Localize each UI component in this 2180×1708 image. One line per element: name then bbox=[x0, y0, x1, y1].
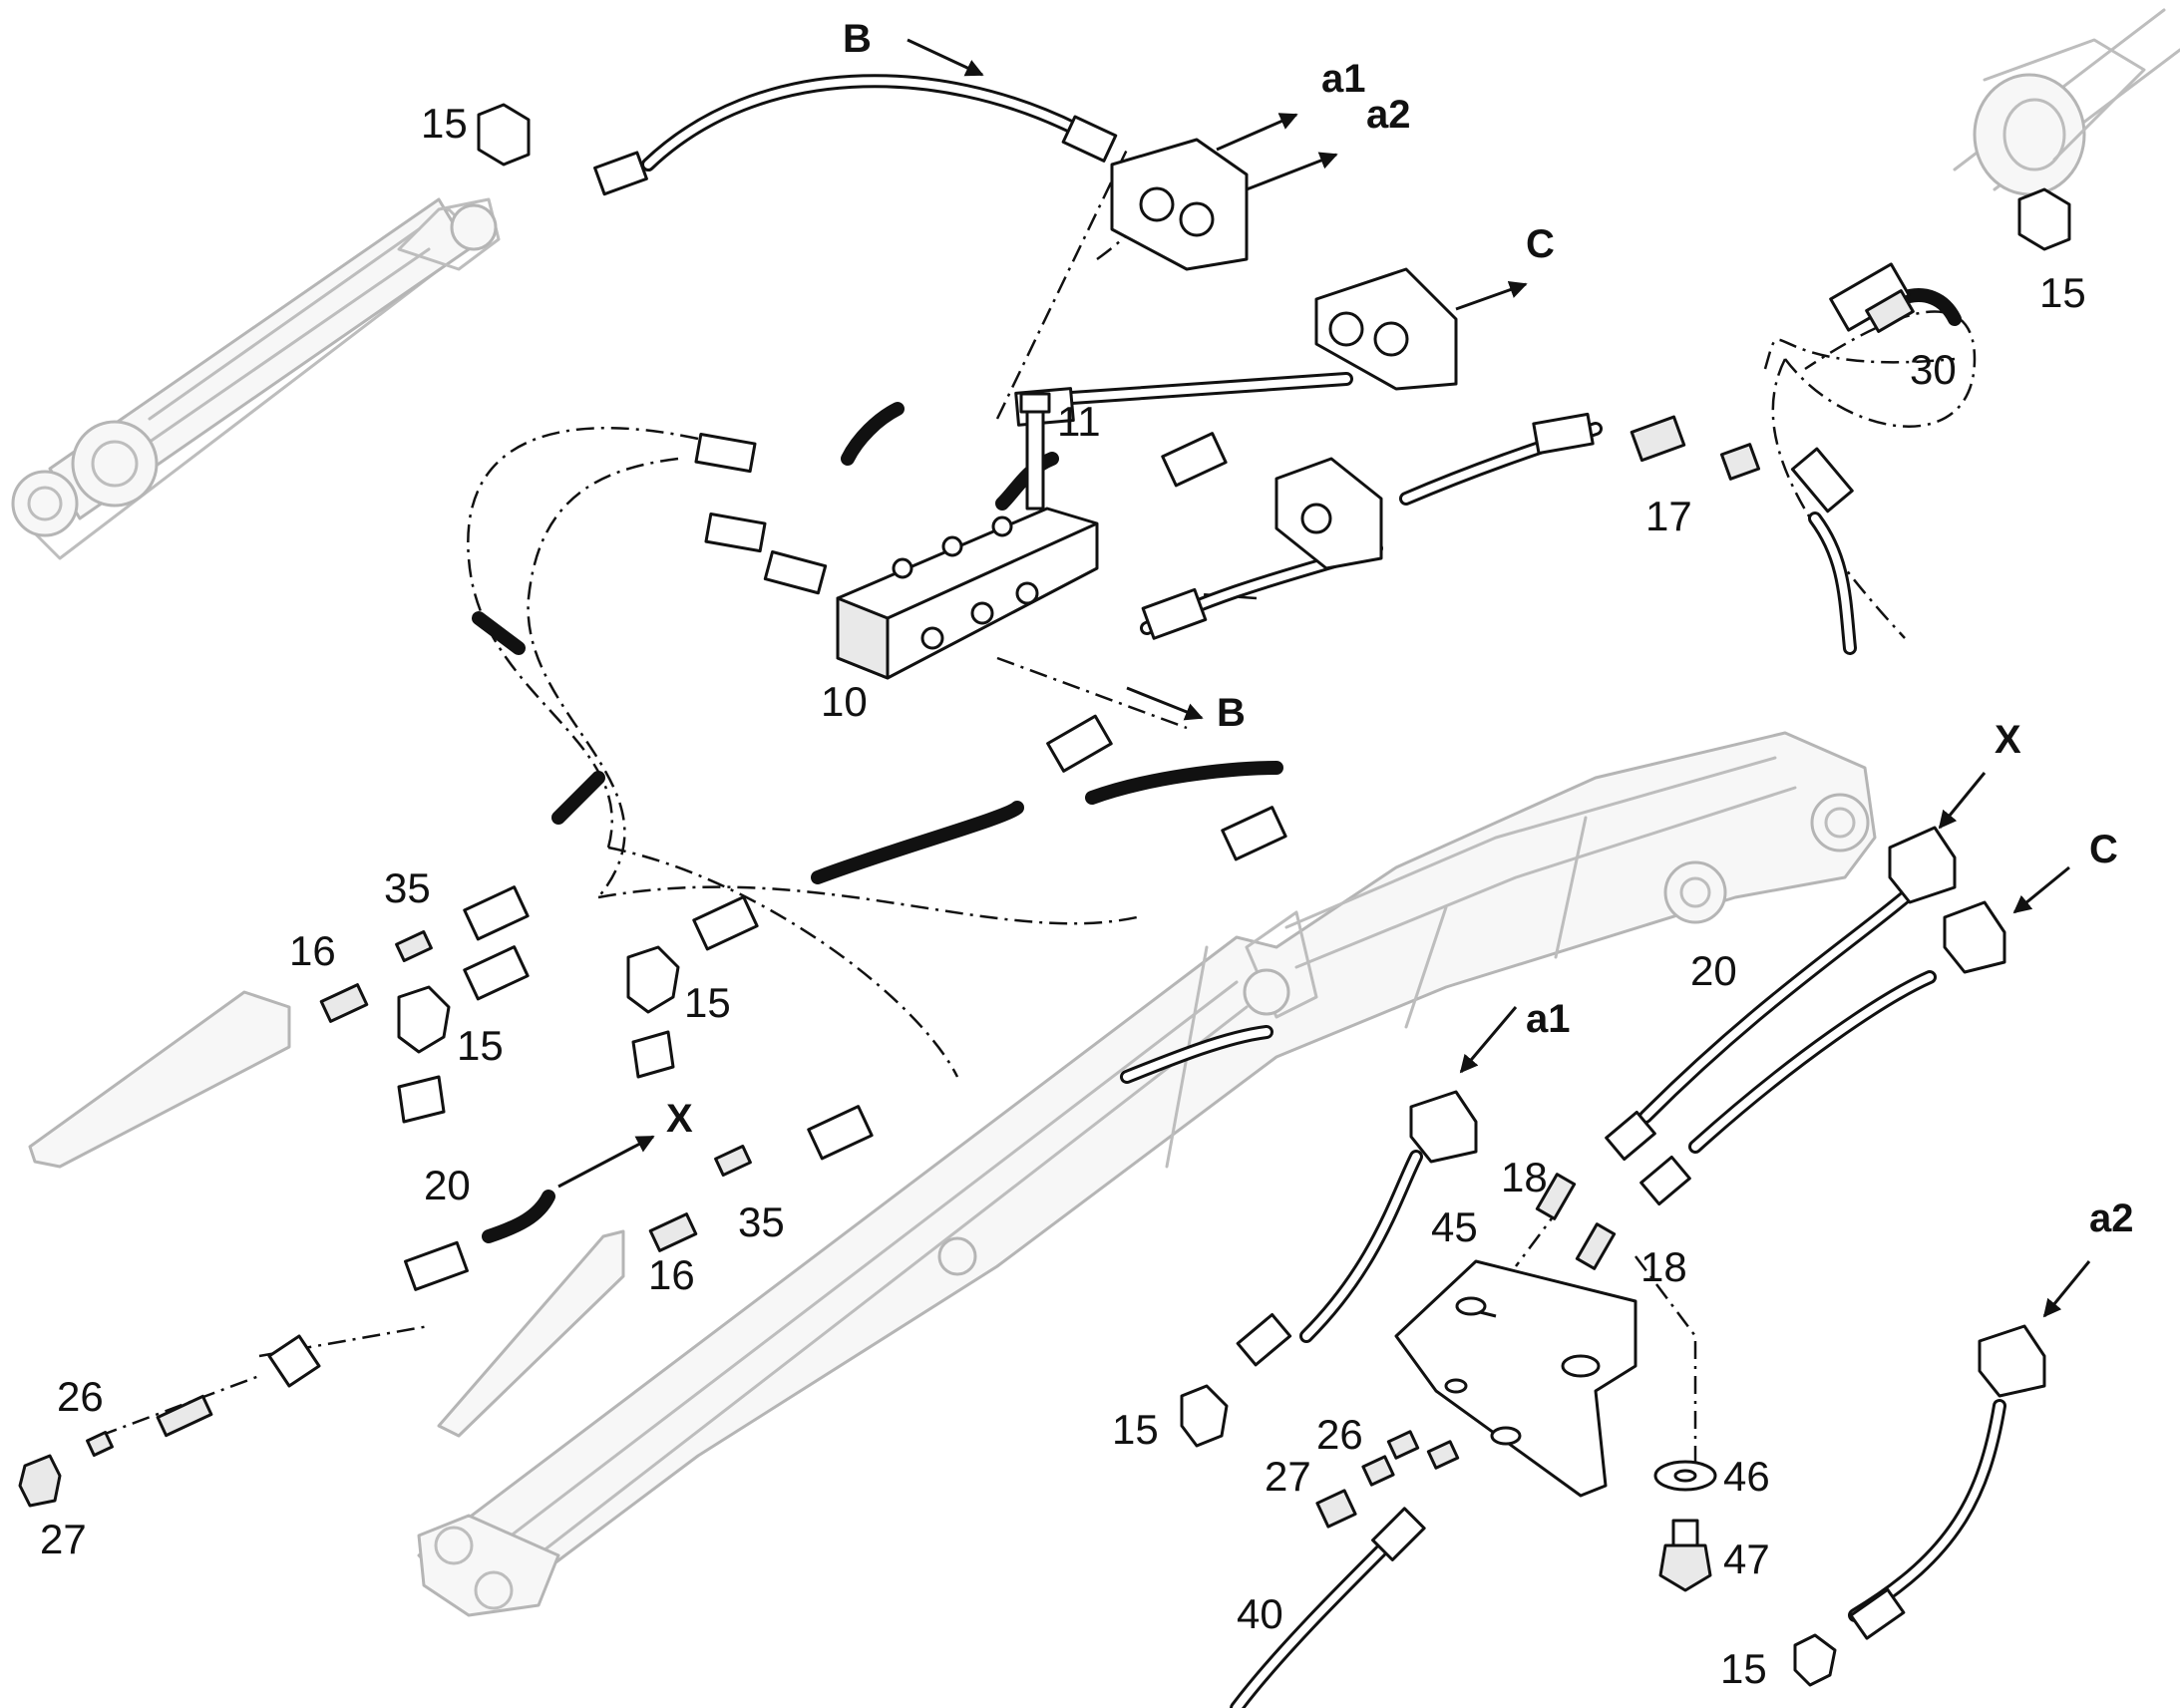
callout-18-lower: 18 bbox=[1640, 1243, 1687, 1290]
distributor-block bbox=[836, 507, 1099, 680]
ref-c-right: C bbox=[2089, 828, 2118, 871]
callout-20-left: 20 bbox=[424, 1162, 471, 1208]
callout-46: 46 bbox=[1723, 1453, 1770, 1500]
bracket-45 bbox=[1394, 1259, 1637, 1498]
callout-26-lower: 26 bbox=[1316, 1411, 1363, 1458]
ref-a2-top: a2 bbox=[1366, 93, 1411, 137]
ref-x-right: X bbox=[1995, 718, 2021, 762]
callout-30: 30 bbox=[1910, 346, 1957, 393]
callout-10: 10 bbox=[821, 678, 868, 725]
callout-15-top-right: 15 bbox=[2039, 269, 2086, 316]
callout-15-lower-middle: 15 bbox=[1112, 1406, 1159, 1453]
callout-15-left-b: 15 bbox=[684, 979, 731, 1026]
callout-11: 11 bbox=[1057, 398, 1101, 445]
callout-26-left: 26 bbox=[57, 1373, 104, 1420]
fitting-15-parts bbox=[397, 103, 2071, 1687]
callout-40: 40 bbox=[1237, 1590, 1283, 1637]
part-callouts: 15 15 15 15 15 15 10 11 17 30 35 35 16 1… bbox=[40, 100, 2086, 1692]
callout-47: 47 bbox=[1723, 1536, 1770, 1582]
callout-27-left: 27 bbox=[40, 1516, 87, 1562]
callout-27-lower: 27 bbox=[1265, 1453, 1311, 1500]
bracket-arm-left-background bbox=[28, 990, 625, 1438]
callout-16-upper: 16 bbox=[289, 927, 336, 974]
callout-15-bottom-right: 15 bbox=[1720, 1645, 1767, 1692]
ref-a1-top: a1 bbox=[1321, 57, 1366, 101]
spacer-rings bbox=[397, 1030, 675, 1124]
ref-b-top: B bbox=[843, 17, 872, 61]
callout-45: 45 bbox=[1431, 1203, 1478, 1250]
hoses bbox=[472, 74, 2006, 1708]
hose-fittings bbox=[403, 115, 1911, 1640]
callout-18-upper: 18 bbox=[1501, 1154, 1548, 1200]
callout-15-left-a: 15 bbox=[457, 1022, 504, 1069]
callout-15-top-left: 15 bbox=[421, 100, 468, 147]
callout-35-upper: 35 bbox=[384, 864, 431, 911]
boom-cylinder-background bbox=[11, 197, 501, 560]
boom-arm-background bbox=[417, 731, 1877, 1617]
bolt-11 bbox=[1019, 392, 1051, 511]
reference-letters: B a1 a2 C B X C X a1 a2 bbox=[666, 17, 2134, 1240]
callout-17: 17 bbox=[1645, 493, 1692, 539]
ref-b-middle: B bbox=[1217, 691, 1246, 735]
ref-x-left: X bbox=[666, 1097, 693, 1141]
callout-20-right: 20 bbox=[1690, 947, 1737, 994]
boom-pin-top-right-background bbox=[1953, 8, 2180, 196]
clamp-upper-c bbox=[1314, 267, 1458, 391]
reference-arrows bbox=[557, 38, 2091, 1318]
clamp-middle bbox=[1274, 457, 1383, 570]
ref-a2-lower: a2 bbox=[2089, 1196, 2134, 1240]
nipples-and-adapters bbox=[18, 289, 1915, 1592]
callout-35-lower: 35 bbox=[738, 1198, 785, 1245]
clamp-x-c-right bbox=[1888, 826, 2006, 974]
ref-a1-lower: a1 bbox=[1526, 997, 1571, 1041]
clamp-a1-lower bbox=[1409, 1090, 1478, 1164]
clamp-a2-lower bbox=[1978, 1324, 2046, 1398]
ref-c-top: C bbox=[1526, 222, 1555, 266]
hose-routing-lines bbox=[99, 149, 1977, 1466]
callout-16-lower: 16 bbox=[648, 1251, 695, 1298]
clamp-upper-a bbox=[1110, 138, 1249, 271]
